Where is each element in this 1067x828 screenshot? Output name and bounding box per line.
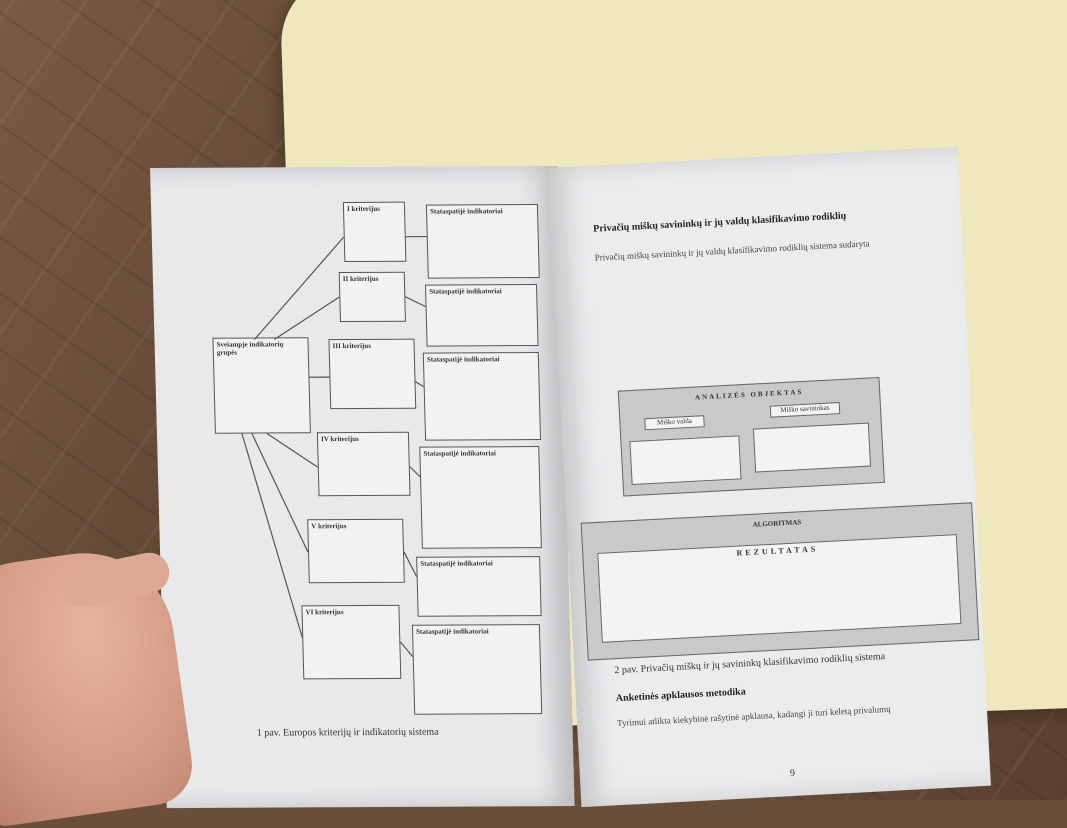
section-heading: Anketinės apklausos metodika xyxy=(616,686,746,704)
section-title: Privačių miškų savininkų ir jų valdų kla… xyxy=(593,210,847,234)
forest-holding-box: Miško valda xyxy=(644,415,705,430)
page-number: 9 xyxy=(790,768,796,779)
result-title: REZULTATAS xyxy=(598,537,956,565)
analysis-object-title: ANALIZĖS OBJEKTAS xyxy=(689,388,809,406)
forest-owner-box: Miško savininkas xyxy=(770,402,841,418)
result-frame: REZULTATAS xyxy=(597,534,961,643)
holding-details-box xyxy=(629,435,741,485)
algorithm-frame: ALGORITMAS REZULTATAS xyxy=(581,502,980,660)
body-paragraph: Tyrimui atlikta kiekybinė rašytinė apkla… xyxy=(617,699,957,729)
figure-caption: 1 pav. Europos kriterijų ir indikatorių … xyxy=(257,727,439,739)
body-paragraph: Privačių miškų savininkų ir jų valdų kla… xyxy=(594,234,934,264)
owner-details-box xyxy=(753,423,871,473)
connector-arrows xyxy=(150,166,573,728)
right-page: Privačių miškų savininkų ir jų valdų kla… xyxy=(548,147,991,808)
analysis-object-frame: ANALIZĖS OBJEKTAS Miško valda Miško savi… xyxy=(618,377,885,497)
left-page: I kriterijus II kriterijus III kriteriju… xyxy=(150,166,575,808)
algorithm-title: ALGORITMAS xyxy=(732,517,823,534)
